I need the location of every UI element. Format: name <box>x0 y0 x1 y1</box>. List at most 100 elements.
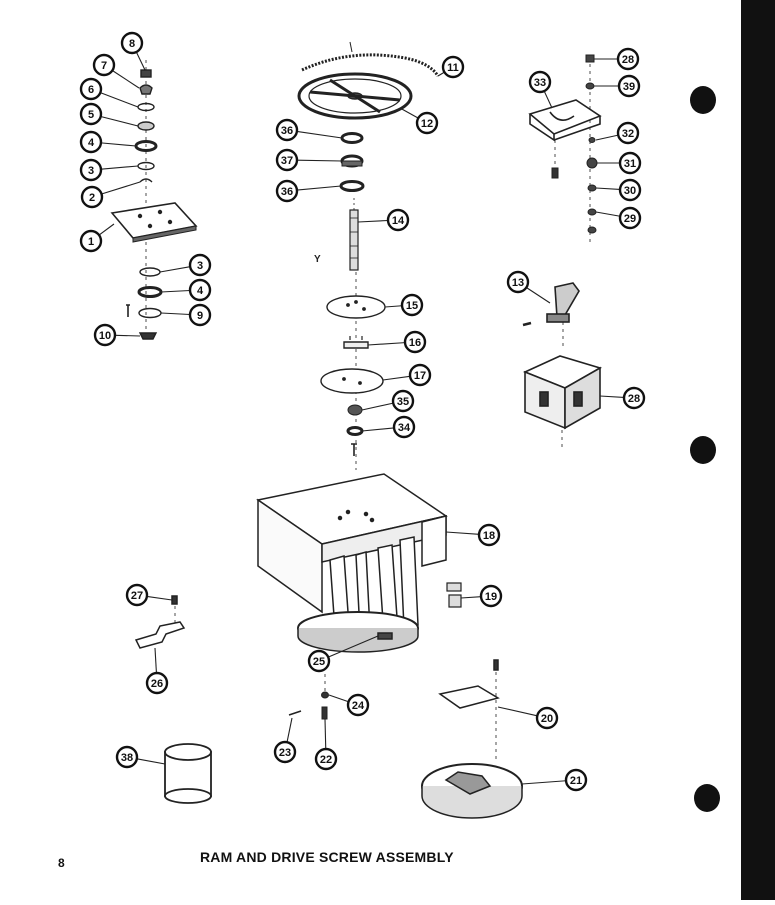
callout-c21: 21 <box>521 768 588 792</box>
callout-c19: 19 <box>460 584 503 608</box>
callout-c11: 11 <box>437 55 465 79</box>
base-plate-group <box>421 659 523 819</box>
callout-circle <box>477 523 501 547</box>
callout-c10: 10 <box>93 323 141 347</box>
callout-circle <box>346 693 370 717</box>
callout-leader-line <box>324 718 327 750</box>
callout-c22: 22 <box>314 718 338 771</box>
cup-38 <box>164 743 212 804</box>
callout-number: 34 <box>398 422 411 434</box>
part-washer-34 <box>346 426 364 436</box>
callout-c27: 27 <box>125 583 173 607</box>
callout-number: 22 <box>320 754 332 766</box>
part-bracket-20 <box>438 685 500 709</box>
callout-number: 7 <box>101 60 107 72</box>
callout-leader-line <box>460 596 482 599</box>
callout-number: 28 <box>628 393 640 405</box>
callout-number: 33 <box>534 77 546 89</box>
callout-number: 39 <box>623 81 635 93</box>
callout-number: 25 <box>313 656 325 668</box>
callout-c29: 29 <box>595 206 642 230</box>
callout-number: 28 <box>622 54 634 66</box>
part-nut-10 <box>138 332 158 340</box>
part-screw-22 <box>321 706 328 720</box>
part-washer-3b <box>139 267 161 277</box>
callout-c1: 1 <box>79 223 115 253</box>
callout-leader-line <box>114 334 141 337</box>
callout-leader-line <box>361 427 395 432</box>
callout-circle <box>618 206 642 230</box>
callout-leader-line <box>328 694 349 703</box>
drive-wheel-group <box>297 41 440 271</box>
callout-leader-line <box>296 185 342 191</box>
callout-number: 27 <box>131 590 143 602</box>
callout-leader-line <box>526 287 551 304</box>
callout-leader-line <box>543 90 553 109</box>
callout-c12: 12 <box>399 107 439 135</box>
callout-circle <box>391 389 415 413</box>
callout-circle <box>80 185 104 209</box>
callout-leader-line <box>599 395 625 398</box>
left-part-stack <box>110 60 198 340</box>
callout-number: 4 <box>88 137 95 149</box>
callout-circle <box>314 747 338 771</box>
callout-circle <box>125 583 149 607</box>
callout-number: 26 <box>151 678 163 690</box>
callout-c28a: 28 <box>594 47 640 71</box>
callout-circle <box>617 74 641 98</box>
diagram-caption: RAM AND DRIVE SCREW ASSEMBLY <box>200 849 454 865</box>
callout-number: 13 <box>512 277 524 289</box>
callout-leader-line <box>135 51 146 71</box>
callout-circle <box>616 121 640 145</box>
punch-hole-bottom <box>694 784 720 812</box>
callout-leader-line <box>361 402 394 411</box>
part-bracket-26 <box>134 621 186 649</box>
callout-circle <box>115 745 139 769</box>
part-sprocket-12 <box>297 72 413 120</box>
callout-number: 29 <box>624 213 636 225</box>
callout-c20: 20 <box>497 706 559 730</box>
callout-number: 9 <box>197 310 203 322</box>
callout-circle <box>622 386 646 410</box>
callout-c30: 30 <box>595 178 642 202</box>
callout-leader-line <box>445 531 480 535</box>
callout-leader-line <box>595 134 619 141</box>
callout-leader-line <box>146 595 173 601</box>
callout-circle <box>479 584 503 608</box>
callout-c34: 34 <box>361 415 416 439</box>
callout-circle <box>188 253 212 277</box>
part-washer-29 <box>587 208 597 216</box>
callout-circle <box>92 53 116 77</box>
callout-layer: 8765432134910111236373614151617353418192… <box>79 31 646 792</box>
callout-c13: 13 <box>506 270 551 304</box>
callout-c33: 33 <box>528 70 553 109</box>
callout-c7: 7 <box>92 53 140 89</box>
callout-number: 11 <box>447 62 459 74</box>
callout-circle <box>506 270 530 294</box>
callout-leader-line <box>595 211 621 217</box>
callout-number: 18 <box>483 530 495 542</box>
punch-hole-top <box>690 86 716 114</box>
callout-leader-line <box>437 71 445 77</box>
callout-c39: 39 <box>594 74 641 98</box>
callout-number: 20 <box>541 713 553 725</box>
callout-circle <box>275 118 299 142</box>
callout-number: 30 <box>624 185 636 197</box>
callout-leader-line <box>497 706 538 717</box>
bracket-33-group <box>528 99 602 179</box>
callout-number: 35 <box>397 396 409 408</box>
part-drive-screw-14 <box>349 209 359 271</box>
callout-circle <box>79 130 103 154</box>
callout-c6: 6 <box>79 77 139 108</box>
callout-circle <box>616 47 640 71</box>
callout-circle <box>188 303 212 327</box>
part-screw-27 <box>171 595 178 605</box>
callout-number: 36 <box>281 125 293 137</box>
callout-c17: 17 <box>382 363 432 387</box>
callout-circle <box>403 330 427 354</box>
callout-leader-line <box>296 159 343 162</box>
punch-hole-middle <box>690 436 716 464</box>
callout-c3b: 3 <box>159 253 212 277</box>
